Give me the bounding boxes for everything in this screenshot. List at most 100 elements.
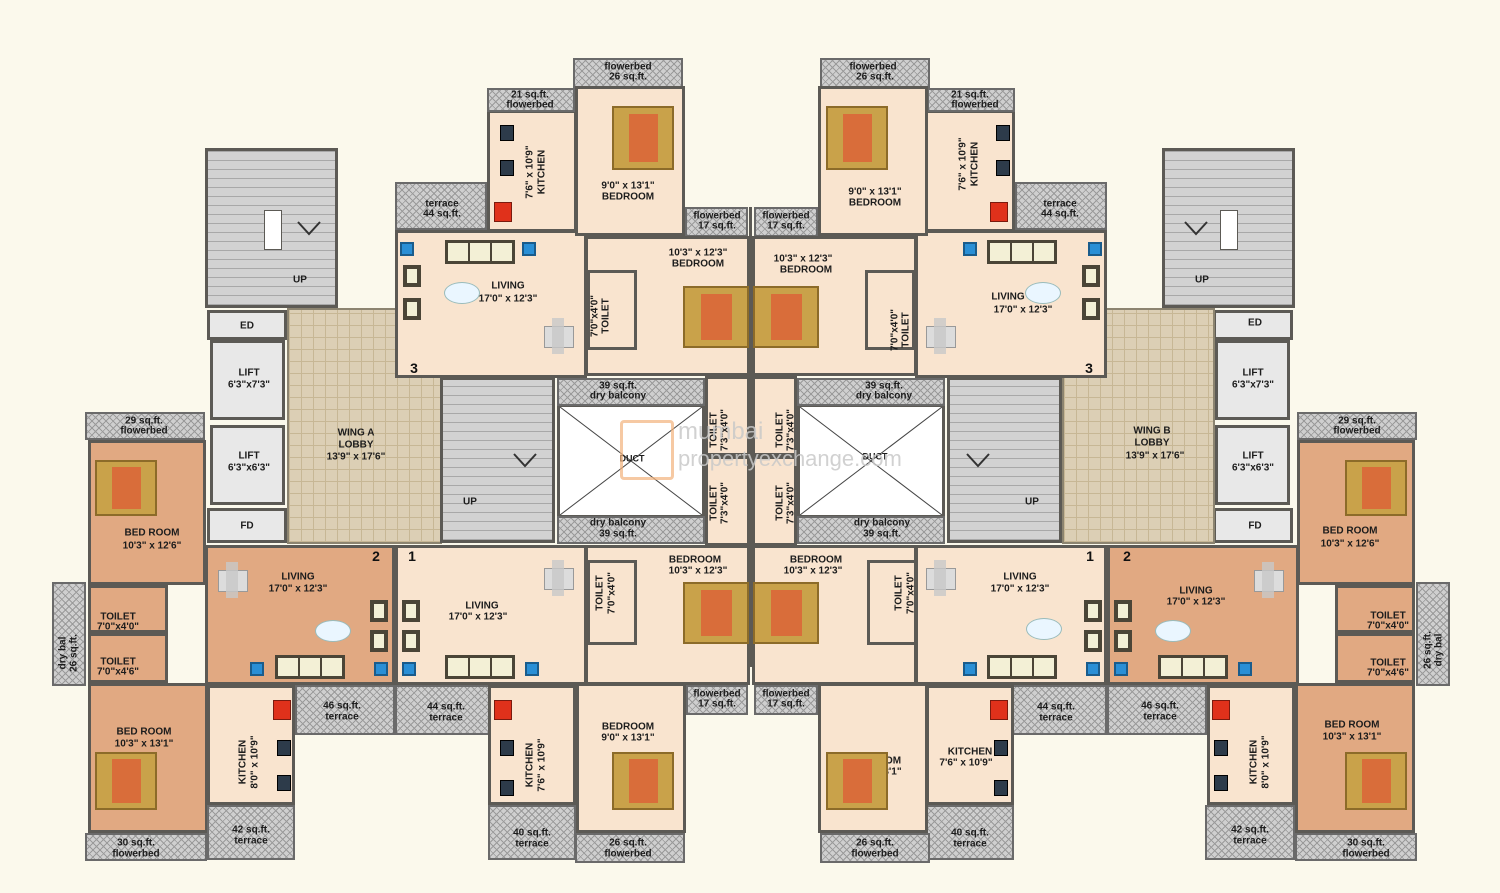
wing-b-flat1-terrace-44-area: 44 sq.ft. <box>1037 701 1075 713</box>
wing-a-flat1-bed-icon-mid <box>683 582 749 644</box>
wing-a-flat2-bedroom-top-size: 10'3" x 12'6" <box>122 540 182 552</box>
wing-a-flat2-living-name: LIVING <box>281 571 315 583</box>
wing-b-flat2-sofa-icon <box>1158 655 1228 679</box>
wing-a-flat2-terrace-42-area: 42 sq.ft. <box>232 824 270 836</box>
wing-b-flat1-toilet-size: 7'0"x4'0" <box>905 571 917 615</box>
wing-b-flat1-rug-icon <box>1026 618 1062 640</box>
wing-a-ed <box>207 310 287 340</box>
wing-a-flat2-flowerbed-top-area: 29 sq.ft. <box>125 415 163 427</box>
wing-b-flat3-chair-icon-1 <box>1082 265 1100 287</box>
wing-a-fd <box>207 508 287 543</box>
wing-b-flat1-dry-balcony-name: dry balcony <box>853 517 911 529</box>
wing-b-flat2-dry-bal-area: 26 sq.ft. <box>1422 631 1434 669</box>
wing-a-flat1-toilet-size: 7'0"x4'0" <box>606 571 618 615</box>
wing-b-flat3-bedroom-top-size: 9'0" x 13'1" <box>848 186 902 198</box>
wing-a-flat3-kitchen-size: 7'6" x 10'9" <box>524 145 536 199</box>
wing-a-flat2-kitchen-size: 8'0" x 10'9" <box>249 735 261 789</box>
wing-a-flat3-kitchen-name: KITCHEN <box>536 149 548 195</box>
wing-b-flat1-bedroom-mid-size: 10'3" x 12'3" <box>783 565 843 577</box>
wing-b-flat3-dry-balcony-name: dry balcony <box>855 390 913 402</box>
wing-a-stair-arrow-top-icon <box>297 221 321 236</box>
wing-b-flat2-dry-bal-name: dry bal <box>1433 633 1445 667</box>
wing-a-flat3-chair-icon-1 <box>403 265 421 287</box>
wing-b-flat1-flowerbed-bot-area: 26 sq.ft. <box>856 837 894 849</box>
wing-a-flat2-toilet-1-size: 7'0"x4'0" <box>96 621 140 633</box>
wing-a-flat1-number: 1 <box>408 548 416 564</box>
wing-a-flat1-dry-balcony <box>557 516 705 544</box>
wing-a-flat2-flowerbed-top-name: flowerbed <box>120 425 168 437</box>
wing-a-flat3-flowerbed-left-area: 21 sq.ft. <box>511 89 549 101</box>
wing-b-flat1-terrace-40-name: terrace <box>953 838 987 850</box>
wing-b-flat3-bedroom-mid-name: BEDROOM <box>779 264 833 276</box>
wing-a-flat1-flowerbed-bot-area: 26 sq.ft. <box>609 837 647 849</box>
wing-b-flat2-terrace-46 <box>1107 685 1207 735</box>
wing-a-flat2-fridge-icon <box>273 700 291 720</box>
wing-b-ed-label: ED <box>1248 317 1262 329</box>
wing-a-lobby-sub: LOBBY <box>338 439 374 451</box>
wing-a-flat2-terrace-42 <box>207 805 295 860</box>
wing-b-flat2-toilet-2 <box>1335 633 1415 683</box>
wing-a-flat3-flowerbed-mid <box>685 207 748 237</box>
wing-a-flat3-terrace-name: terrace <box>425 198 459 210</box>
wing-a-flat3-flowerbed-top-area: 26 sq.ft. <box>609 71 647 83</box>
wing-b-staircase-main <box>947 377 1062 543</box>
wing-a-flat1-bedroom-bot-size: 9'0" x 13'1" <box>601 732 655 744</box>
wing-b-flat1-terrace-40 <box>926 805 1014 860</box>
wing-b-lobby-name: WING B <box>1133 425 1171 437</box>
wing-a-flat1-dining-icon <box>538 558 578 598</box>
wing-a-lobby-size: 13'9" x 17'6" <box>326 451 386 463</box>
wing-b-flat1-terrace-44 <box>1012 685 1107 735</box>
wing-a-flat3-living-name: LIVING <box>491 280 525 292</box>
wing-b-flat1-dry-balcony <box>797 516 945 544</box>
wing-a-flat1-terrace-44-name: terrace <box>429 712 463 724</box>
wing-b-flat2-toilet-1-name: TOILET <box>1370 610 1406 622</box>
wing-b-flat3-kitchen-name: KITCHEN <box>969 141 981 187</box>
wing-a-flat2-tile-icon-1 <box>250 662 264 676</box>
wing-a-flat1-dry-balcony-area: 39 sq.ft. <box>599 528 637 540</box>
wing-b-flat3-toilet-duct <box>752 376 797 456</box>
wing-a-flat3-toilet-duct <box>705 376 750 456</box>
wing-b-flat1-flowerbed-mid <box>754 685 818 715</box>
wing-a-flat1-sink-icon <box>500 780 514 796</box>
wing-b-flat2-flowerbed-bot-area: 30 sq.ft. <box>1347 837 1385 849</box>
wing-b-flat2-kitchen-size: 8'0" x 10'9" <box>1260 735 1272 789</box>
wing-a-flat2-dry-bal-area: 26 sq.ft. <box>68 634 80 672</box>
wing-a-flat3-sink-icon <box>500 160 514 176</box>
wing-a-flat1-stove-icon <box>500 740 514 756</box>
wing-a-lift-2-size: 6'3"x6'3" <box>227 462 271 474</box>
wing-b-flat1-terrace-44-name: terrace <box>1039 712 1073 724</box>
wing-a-flat3-dry-balcony-area: 39 sq.ft. <box>599 380 637 392</box>
wing-a-flat3-flowerbed-mid-area: 17 sq.ft. <box>698 220 736 232</box>
wing-b-flat1-fridge-icon <box>990 700 1008 720</box>
wing-a-flat3-living-size: 17'0" x 12'3" <box>478 293 538 305</box>
wing-b-flat3-dry-balcony-area: 39 sq.ft. <box>865 380 903 392</box>
wing-a-flat1-flowerbed-mid <box>686 685 748 715</box>
wing-b-flat1-bed-icon-mid <box>753 582 819 644</box>
wing-b-flat2-terrace-42-area: 42 sq.ft. <box>1231 824 1269 836</box>
wing-b-flat2-toilet-1-size: 7'0"x4'0" <box>1366 620 1410 632</box>
wing-a-flat3-bedroom-mid-size: 10'3" x 12'3" <box>668 247 728 259</box>
wing-a-flat1-kitchen-size: 7'6" x 10'9" <box>536 738 548 792</box>
wing-a-flat1-flowerbed-bot-name: flowerbed <box>604 848 652 860</box>
wing-a-flat3-flowerbed-mid-name: flowerbed <box>693 210 741 222</box>
wing-b-ed <box>1213 310 1293 340</box>
wing-b-flat1-flowerbed-mid-area: 17 sq.ft. <box>767 698 805 710</box>
wing-a-duct-cross-icon <box>560 407 702 515</box>
wing-b-flat2-tile-icon-2 <box>1238 662 1252 676</box>
wing-b-flat1-chair-icon-2 <box>1084 630 1102 652</box>
wing-a-flat1-flowerbed-mid-area: 17 sq.ft. <box>698 698 736 710</box>
wing-a-flat1-living-name: LIVING <box>465 600 499 612</box>
wing-a-flat2-terrace-46-area: 46 sq.ft. <box>323 700 361 712</box>
wing-b-flat1-dry-balcony-area: 39 sq.ft. <box>863 528 901 540</box>
wing-b-flat1-living-size: 17'0" x 12'3" <box>990 583 1050 595</box>
wing-b-flat1-tile-icon-1 <box>963 662 977 676</box>
wing-b-flat3-toilet-name: TOILET <box>900 312 912 348</box>
wing-b-flat2-bedroom-top-size: 10'3" x 12'6" <box>1320 538 1380 550</box>
wing-a-flat2-bed-icon-top <box>95 460 157 516</box>
wing-b-lift-1 <box>1215 340 1290 420</box>
wing-b-fd <box>1213 508 1293 543</box>
wing-b-flat2-terrace-46-area: 46 sq.ft. <box>1141 700 1179 712</box>
wing-b-flat2-rug-icon <box>1155 620 1191 642</box>
wing-a-flat2-toilet-1 <box>88 585 168 633</box>
